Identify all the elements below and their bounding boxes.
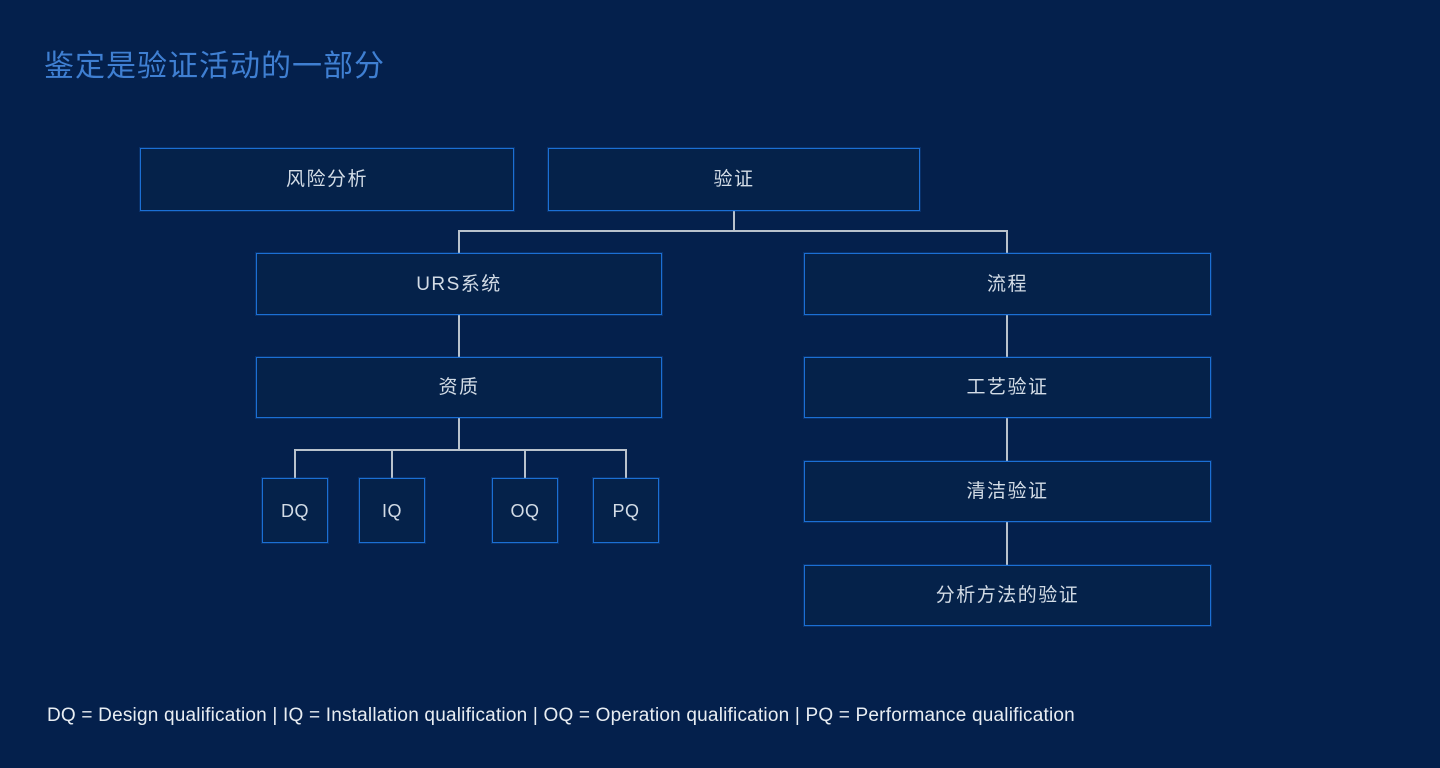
node-label: 清洁验证 [966, 481, 1049, 502]
node-label: 流程 [986, 273, 1028, 295]
node-label: URS系统 [416, 273, 502, 295]
node-label: PQ [612, 500, 640, 521]
node-process[interactable]: 流程 [804, 253, 1211, 315]
node-label: 风险分析 [285, 169, 368, 190]
node-qualification[interactable]: 资质 [256, 357, 662, 418]
node-label: OQ [510, 500, 540, 521]
abbreviation-legend: DQ = Design qualification | IQ = Install… [47, 705, 1075, 726]
connector-to-urs [458, 230, 460, 254]
node-analytical-method-validation[interactable]: 分析方法的验证 [804, 565, 1211, 626]
node-label: 工艺验证 [966, 377, 1049, 398]
connector-process-to-process-validation [1006, 315, 1008, 358]
node-pq[interactable]: PQ [593, 478, 659, 543]
node-label: 分析方法的验证 [935, 585, 1080, 606]
node-process-validation[interactable]: 工艺验证 [804, 357, 1211, 418]
connector-to-oq [524, 449, 526, 479]
node-dq[interactable]: DQ [262, 478, 328, 543]
node-cleaning-validation[interactable]: 清洁验证 [804, 461, 1211, 522]
connector-qualification-stem [458, 418, 460, 450]
node-iq[interactable]: IQ [359, 478, 425, 543]
page-title: 鉴定是验证活动的一部分 [44, 50, 385, 83]
node-label: 验证 [713, 169, 755, 190]
connector-to-pq [625, 449, 627, 479]
connector-urs-to-qualification [458, 315, 460, 358]
connector-to-dq [294, 449, 296, 479]
node-validation[interactable]: 验证 [548, 148, 920, 211]
node-risk-analysis[interactable]: 风险分析 [140, 148, 514, 211]
node-label: IQ [381, 500, 402, 521]
connector-validation-bar [459, 230, 1008, 232]
node-label: 资质 [438, 377, 480, 398]
connector-to-iq [391, 449, 393, 479]
node-urs-system[interactable]: URS系统 [256, 253, 662, 315]
node-label: DQ [281, 500, 309, 521]
connector-cleaning-to-analytical [1006, 522, 1008, 566]
connector-validation-stem [733, 211, 735, 232]
connector-qualification-bar [294, 449, 627, 451]
connector-to-process [1006, 230, 1008, 254]
node-oq[interactable]: OQ [492, 478, 558, 543]
connector-process-validation-to-cleaning [1006, 418, 1008, 462]
